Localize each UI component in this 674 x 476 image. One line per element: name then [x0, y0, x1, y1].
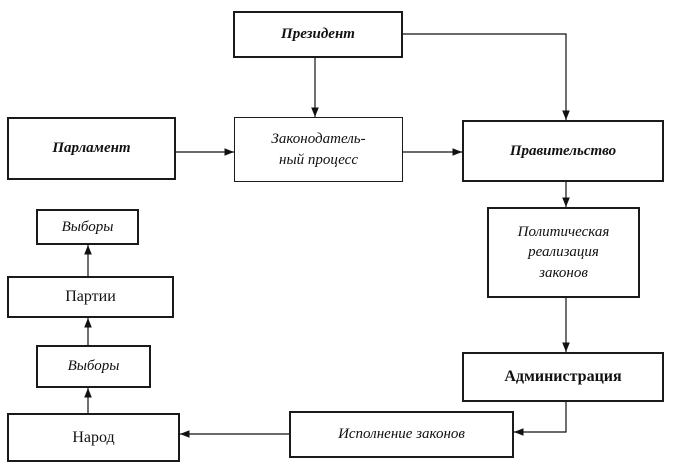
law-execution-box: Исполнение законов [289, 411, 514, 458]
president-label: Президент [281, 26, 355, 43]
legislative-process-box: Законодатель- ный процесс [234, 117, 403, 182]
people-box: Народ [7, 413, 180, 462]
elections-top-box: Выборы [36, 209, 139, 245]
president-box: Президент [233, 11, 403, 58]
elections-bottom-box: Выборы [36, 345, 151, 388]
arrow-president-to-government [403, 33, 570, 120]
arrow-administration-to-execution [514, 402, 567, 436]
government-box: Правительство [462, 120, 664, 182]
administration-label: Администрация [504, 368, 622, 386]
policy-implementation-label: Политическая реализация законов [517, 224, 610, 281]
elections-bottom-label: Выборы [67, 358, 120, 375]
government-label: Правительство [509, 142, 617, 159]
parties-box: Партии [7, 276, 174, 318]
law-execution-label: Исполнение законов [338, 426, 465, 443]
people-label: Народ [72, 428, 115, 446]
administration-box: Администрация [462, 352, 664, 402]
elections-top-label: Выборы [61, 218, 114, 235]
legislative-process-label: Законодатель- ный процесс [271, 131, 366, 168]
parliament-box: Парламент [7, 117, 176, 180]
policy-implementation-box: Политическая реализация законов [487, 207, 640, 298]
parties-label: Партии [65, 288, 116, 306]
parliament-label: Парламент [52, 140, 131, 157]
